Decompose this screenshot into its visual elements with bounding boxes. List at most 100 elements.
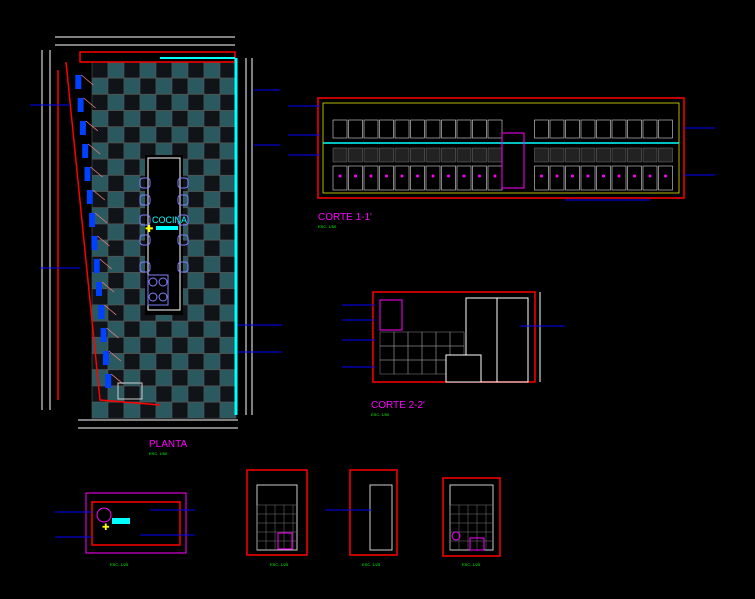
floor-tile — [123, 191, 141, 208]
floor-tile — [219, 239, 237, 257]
floor-tile — [155, 369, 173, 387]
floor-tile — [123, 320, 141, 338]
floor-tiles — [91, 61, 237, 419]
floor-tile — [203, 337, 221, 354]
floor-tile — [219, 142, 237, 160]
floor-tile — [187, 110, 205, 127]
floor-tile — [107, 61, 125, 79]
floor-tile — [123, 304, 141, 322]
floor-tile — [91, 77, 109, 95]
floor-tile — [107, 385, 125, 403]
floor-tile — [203, 142, 221, 160]
floor-tile — [187, 353, 205, 370]
bathroom-elevation-b: ESC. 1/25 — [442, 477, 501, 567]
door-elevation: ESC. 1/25 — [325, 469, 398, 567]
floor-tile — [187, 337, 205, 354]
floor-tile — [123, 158, 141, 176]
floor-tile — [155, 61, 173, 79]
floor-tile — [171, 385, 189, 403]
floor-tile — [91, 191, 109, 208]
chair-icon — [177, 194, 189, 206]
floor-tile — [155, 385, 173, 403]
floor-tile — [91, 126, 109, 144]
stove-icon — [147, 274, 169, 306]
floor-tile — [123, 337, 141, 354]
floor-tile — [203, 288, 221, 306]
floor-tile — [219, 223, 237, 241]
chair-icon — [177, 261, 189, 273]
floor-tile — [187, 158, 205, 176]
floor-tile — [187, 142, 205, 160]
floor-tile — [219, 353, 237, 370]
floor-tile — [107, 158, 125, 176]
floor-tile — [187, 385, 205, 403]
floor-tile — [139, 320, 157, 338]
floor-tile — [187, 401, 205, 419]
floor-tile — [107, 353, 125, 370]
floor-tile — [107, 272, 125, 289]
floor-tile — [219, 288, 237, 306]
chair-icon — [139, 177, 151, 189]
floor-tile — [155, 126, 173, 144]
floor-tile — [171, 61, 189, 79]
floor-tile — [187, 223, 205, 241]
floor-tile — [91, 94, 109, 111]
floor-tile — [91, 142, 109, 160]
section2-scale: ESC. 1/50 — [371, 412, 390, 417]
chair-icon — [139, 234, 151, 246]
floor-tile — [171, 126, 189, 144]
floor-tile — [187, 256, 205, 273]
chairs — [139, 177, 189, 273]
floor-tile — [203, 191, 221, 208]
floor-tile — [187, 77, 205, 95]
plan-dimensions — [41, 36, 253, 429]
floor-tile — [107, 191, 125, 208]
floor-tile — [123, 126, 141, 144]
floor-tile — [107, 110, 125, 127]
floor-tile — [155, 110, 173, 127]
floor-tile — [219, 304, 237, 322]
floor-tile — [203, 401, 221, 419]
chair-icon — [139, 194, 151, 206]
floor-tile — [171, 401, 189, 419]
floor-tile — [203, 353, 221, 370]
floor-tile — [219, 61, 237, 79]
floor-tile — [107, 320, 125, 338]
floor-tile — [203, 239, 221, 257]
floor-tile — [107, 239, 125, 257]
floor-tile — [107, 256, 125, 273]
floor-tile — [203, 304, 221, 322]
floor-tile — [203, 175, 221, 192]
floor-tile — [123, 256, 141, 273]
floor-tile — [219, 191, 237, 208]
floor-tile — [123, 288, 141, 306]
svg-text:✚: ✚ — [102, 522, 110, 532]
floor-tile — [123, 207, 141, 225]
plan-annotations — [30, 89, 282, 353]
floor-tile — [203, 223, 221, 241]
floor-tile — [123, 175, 141, 192]
section1-scale: ESC. 1/50 — [318, 224, 337, 229]
level-marker-icon: ✚ — [145, 224, 153, 235]
chair-icon — [139, 214, 151, 226]
floor-tile — [219, 369, 237, 387]
floor-tile — [123, 94, 141, 111]
svg-text:ESC. 1/25: ESC. 1/25 — [110, 562, 129, 567]
floor-tile — [203, 158, 221, 176]
floor-tile — [171, 77, 189, 95]
section1-title: CORTE 1-1' — [318, 212, 372, 223]
plan-scale: ESC. 1/50 — [149, 451, 168, 456]
floor-tile — [203, 385, 221, 403]
floor-tile — [203, 207, 221, 225]
floor-tile — [155, 77, 173, 95]
floor-tile — [219, 158, 237, 176]
floor-tile — [187, 239, 205, 257]
floor-tile — [219, 94, 237, 111]
floor-tile — [107, 77, 125, 95]
floor-tile — [219, 272, 237, 289]
floor-tile — [203, 94, 221, 111]
floor-tile — [123, 61, 141, 79]
room-label: COCINA — [152, 215, 187, 225]
floor-tile — [123, 272, 141, 289]
